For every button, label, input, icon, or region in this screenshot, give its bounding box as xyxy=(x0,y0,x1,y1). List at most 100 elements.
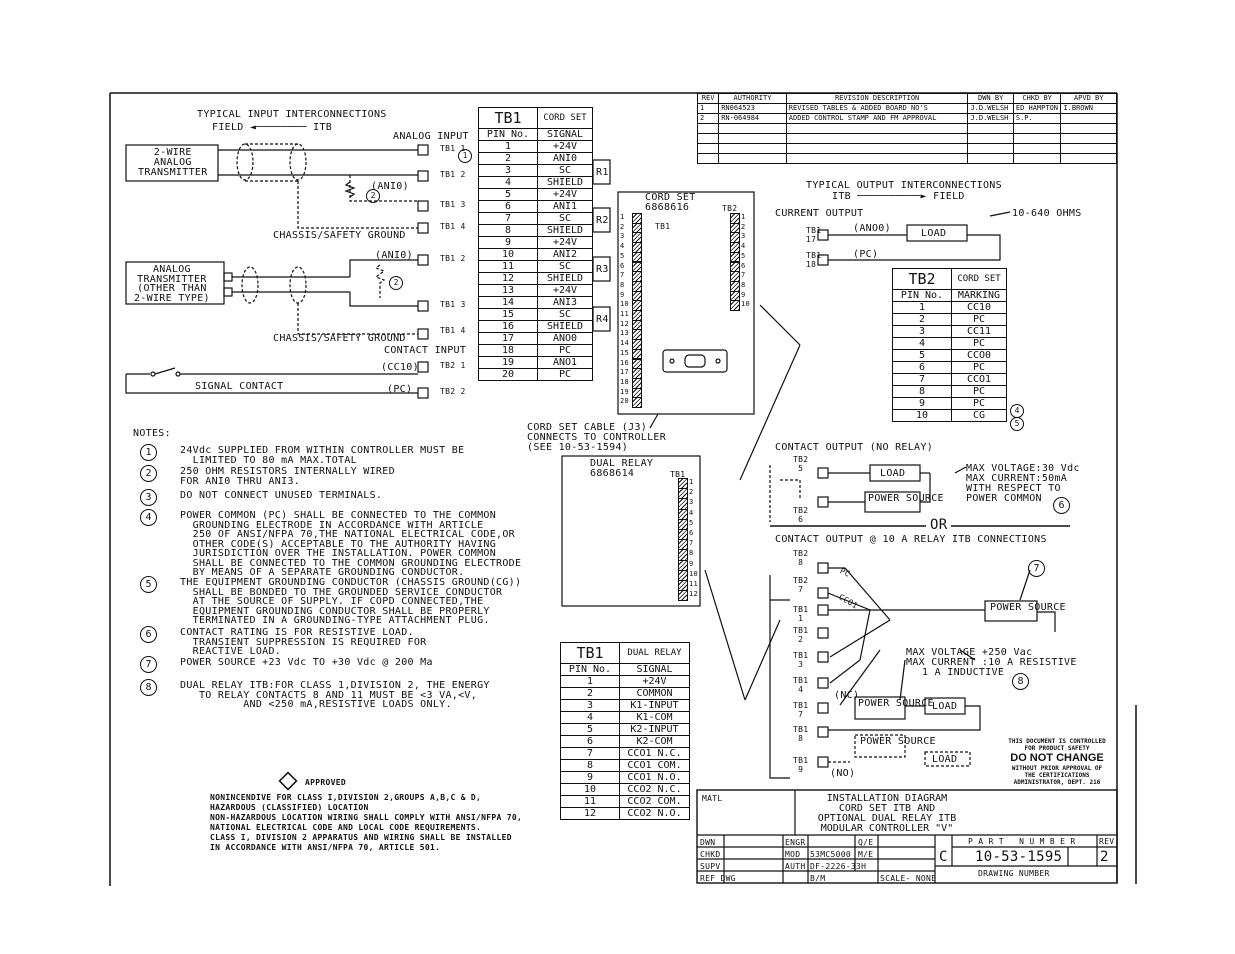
tb1-cordset-signal-cell: SC xyxy=(537,260,593,273)
terminal-tb1-r4: TB1 4 xyxy=(793,676,809,694)
revision-cell: I.BROWN xyxy=(1060,103,1117,114)
tb1-cordset-pin-cell: 13 xyxy=(478,284,538,297)
qe-label: Q/E xyxy=(858,838,874,847)
terminal-number: 7 xyxy=(689,539,694,548)
terminal-tb1-3: TB1 3 xyxy=(440,200,466,209)
drawing-number-label: DRAWING NUMBER xyxy=(978,869,1050,878)
tb1-dual-relay-signal-cell: COMMON xyxy=(619,687,690,700)
revision-cell: S.P. xyxy=(1012,113,1062,124)
terminal-tb1-r7: TB1 7 xyxy=(793,701,809,719)
output-direction-label: ITB ──────────► FIELD xyxy=(832,191,965,202)
tb2-cordset-pin-cell: 9 xyxy=(892,397,952,410)
tb1-cordset-title: TB1 xyxy=(478,107,538,129)
analog-input-label: ANALOG INPUT xyxy=(393,131,469,142)
tb1-relay-col-signal: SIGNAL xyxy=(619,663,690,676)
note-ref-4: 4 xyxy=(1010,404,1024,418)
revision-header-cell: DWN BY xyxy=(967,93,1014,104)
respect-label: WITH RESPECT TO xyxy=(966,483,1061,494)
dwn-label: DWN xyxy=(700,838,716,847)
mod-value: 53MC5000 xyxy=(810,850,851,859)
tb2-cordset-pin-cell: 3 xyxy=(892,325,952,338)
tb1-cordset-pin-cell: 16 xyxy=(478,320,538,333)
no-label: (NO) xyxy=(830,768,856,779)
tb1-cordset-pin-cell: 10 xyxy=(478,248,538,261)
terminal-number: 19 xyxy=(620,387,630,396)
power-common-label: POWER COMMON xyxy=(966,493,1042,504)
revision-header-cell: REVISION DESCRIPTION xyxy=(785,93,969,104)
analog-transmitter-box xyxy=(125,261,225,305)
note-ref-7: 7 xyxy=(1028,560,1045,577)
tb2-cordset-pin-cell: 10 xyxy=(892,409,952,422)
revision-cell: RN064523 xyxy=(718,103,787,114)
terminal-number: 6 xyxy=(689,529,694,537)
group-r2: R2 xyxy=(596,215,609,226)
tb1-relay-set-label: DUAL RELAY xyxy=(619,642,690,664)
rev-value: 2 xyxy=(1100,849,1109,865)
tb1-dual-relay-pin-cell: 4 xyxy=(560,711,620,724)
tb1-cordset-col-signal: SIGNAL xyxy=(537,128,593,141)
tb2-cordset-pin-cell: 2 xyxy=(892,313,952,326)
tb1-dual-relay-signal-cell: K1-COM xyxy=(619,711,690,724)
max-voltage-30-label: MAX VOLTAGE:30 Vdc xyxy=(966,463,1080,474)
engr-label: ENGR xyxy=(785,838,806,847)
terminal-number: 1 xyxy=(620,213,625,221)
tb1-dual-relay-pin-cell: 6 xyxy=(560,735,620,748)
note-ref-5: 5 xyxy=(1010,417,1024,431)
tb1-dual-relay-row: 1+24V xyxy=(560,675,690,688)
tb2-cordset-pin-cell: 1 xyxy=(892,301,952,314)
tb1-cordset-signal-cell: PC xyxy=(537,344,593,357)
load-label-4: LOAD xyxy=(932,754,958,765)
tb2-cordset-pin-cell: 6 xyxy=(892,361,952,374)
note-number-8: 8 xyxy=(140,679,157,696)
revision-cell: 2 xyxy=(696,113,720,124)
tb2-cordset-signal-cell: PC xyxy=(951,385,1007,398)
inductive-label: 1 A INDUCTIVE xyxy=(922,667,1005,678)
contact-input-label: CONTACT INPUT xyxy=(384,345,467,356)
or-divider-label: OR xyxy=(926,518,952,533)
terminal-number: 3 xyxy=(620,232,625,241)
tb1-cordset-pin-cell: 19 xyxy=(478,356,538,369)
terminal-number: 20 xyxy=(620,397,630,406)
terminal-tb1-r3: TB1 3 xyxy=(793,651,809,669)
cordset-board-part: 6868616 xyxy=(645,202,690,213)
terminal-number: 2 xyxy=(620,222,625,231)
group-r3: R3 xyxy=(596,264,609,275)
terminal-tb1-r8: TB1 8 xyxy=(793,725,809,743)
mod-label: MOD xyxy=(785,850,801,859)
terminal-number: 8 xyxy=(741,280,746,289)
tb1-cordset-pin-cell: 5 xyxy=(478,188,538,201)
load-label-2: LOAD xyxy=(880,468,906,479)
ani0-label-1: (ANI0) xyxy=(371,181,409,192)
tb2-cordset-signal-cell: CCO1 xyxy=(951,373,1007,386)
revision-header-cell: REV xyxy=(696,93,720,104)
tb2-cordset-col-pin: PIN No. xyxy=(892,289,952,302)
tb1-dual-relay-signal-cell: K2-COM xyxy=(619,735,690,748)
tb1-dual-relay-pin-cell: 9 xyxy=(560,771,620,784)
fm-approved-label: APPROVED xyxy=(305,778,346,787)
tb2-cordset-pin-cell: 5 xyxy=(892,349,952,362)
tb2-cordset-pin-cell: 4 xyxy=(892,337,952,350)
note-text-2: 250 OHM RESISTORS INTERNALLY WIRED FOR A… xyxy=(180,466,395,487)
tb1-cordset-pin-cell: 7 xyxy=(478,212,538,225)
terminal-number: 2 xyxy=(689,488,694,497)
note-ref-2b: 2 xyxy=(389,276,403,290)
current-output-label: CURRENT OUTPUT xyxy=(775,208,864,219)
terminal-tb1-r2: TB1 2 xyxy=(793,626,809,644)
